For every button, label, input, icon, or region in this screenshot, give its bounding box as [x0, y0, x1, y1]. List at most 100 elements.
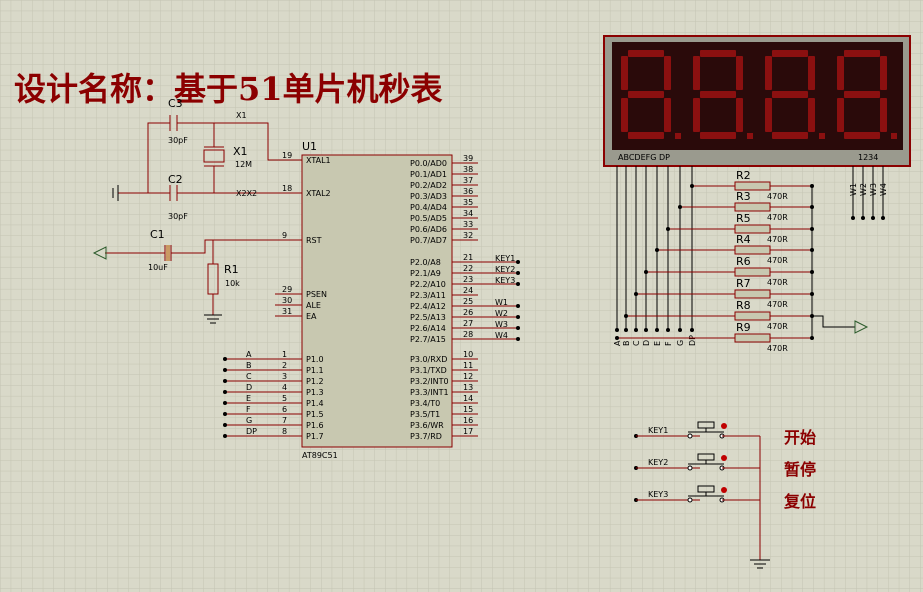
c1-plate	[166, 245, 170, 261]
p1-net-terminal	[223, 368, 227, 372]
c1-ref: C1	[150, 228, 165, 241]
button-pin	[687, 433, 693, 439]
display-digit-labels: 1234	[858, 153, 878, 162]
x1-value: 12M	[235, 160, 252, 169]
junction	[615, 336, 619, 340]
segment-bus-label: B	[622, 341, 631, 347]
resistor-ref: R9	[736, 321, 751, 334]
p1-net-label: E	[246, 394, 251, 403]
segment	[693, 56, 700, 90]
decimal-point	[891, 133, 897, 139]
button-indicator	[721, 487, 727, 493]
segment	[628, 50, 664, 57]
mcu-pin-name: P0.3/AD3	[410, 192, 447, 201]
mcu-pin-number: 6	[282, 405, 287, 414]
x1-ref: X1	[233, 145, 248, 158]
mcu-pin-name: P2.6/A14	[410, 324, 446, 333]
mcu-pin-name: P3.3/INT1	[410, 388, 449, 397]
p1-net-label: D	[246, 383, 252, 392]
resistor-ref: R7	[736, 277, 751, 290]
mcu-pin-name: XTAL1	[306, 156, 331, 165]
segment	[664, 98, 671, 132]
resistor-body[interactable]	[734, 245, 771, 255]
junction	[690, 184, 694, 188]
mcu-pin-number: 12	[463, 372, 473, 381]
digit-net-label: W4	[879, 183, 888, 196]
mcu-pin-name: P1.4	[306, 399, 324, 408]
mcu-pin-number: 24	[463, 286, 473, 295]
segment	[844, 132, 880, 139]
resistor-ref: R6	[736, 255, 751, 268]
mcu-pin-name: P0.6/AD6	[410, 225, 447, 234]
segment-bus-terminal	[634, 328, 638, 332]
segment	[808, 98, 815, 132]
p2-net-label: KEY2	[495, 265, 515, 274]
resistor-body[interactable]	[734, 311, 771, 321]
junction	[666, 227, 670, 231]
p2-net-terminal	[516, 282, 520, 286]
r1-value: 10k	[225, 279, 240, 288]
mcu-pin-name: P3.4/T0	[410, 399, 440, 408]
c1-value: 10uF	[148, 263, 168, 272]
resistor-body[interactable]	[734, 181, 771, 191]
p2-net-terminal	[516, 260, 520, 264]
mcu-pin-number: 32	[463, 231, 473, 240]
ground-symbols	[92, 185, 222, 324]
mcu-pin-number: 16	[463, 416, 473, 425]
mcu-pin-number: 10	[463, 350, 473, 359]
mcu-pin-name: P2.4/A12	[410, 302, 446, 311]
design-title: 设计名称：基于51单片机秒表	[14, 70, 443, 108]
mcu-pin-name: P0.5/AD5	[410, 214, 447, 223]
mcu-pin-name: EA	[306, 312, 317, 321]
mcu-right-pins: 39P0.0/AD038P0.1/AD137P0.2/AD236P0.3/AD3…	[410, 154, 478, 441]
mcu-pin-name: P2.1/A9	[410, 269, 441, 278]
resistor-body[interactable]	[734, 202, 771, 212]
segment-bus-label: A	[613, 340, 622, 346]
p1-net-terminal	[223, 390, 227, 394]
button-pin	[687, 497, 693, 503]
digit-net-terminal	[871, 216, 875, 220]
digit-net-terminal	[851, 216, 855, 220]
mcu-pin-name: P0.1/AD1	[410, 170, 447, 179]
junction	[634, 292, 638, 296]
mcu-pin-number: 29	[282, 285, 292, 294]
mcu-pin-name: P0.0/AD0	[410, 159, 447, 168]
mcu-pin-name: ALE	[306, 301, 321, 310]
resistor-output-wire	[812, 315, 855, 328]
p1-net-terminal	[223, 357, 227, 361]
p1-net-label: B	[246, 361, 252, 370]
mcu-body[interactable]	[301, 154, 453, 448]
resistor-ref: R2	[736, 169, 751, 182]
resistor-body[interactable]	[734, 289, 771, 299]
resistor-ref: R5	[736, 212, 751, 225]
mcu-pin-number: 9	[282, 231, 287, 240]
resistor-body[interactable]	[734, 333, 771, 343]
p2-net-terminal	[516, 304, 520, 308]
p2-net-label: KEY1	[495, 254, 515, 263]
resistor-value: 470R	[767, 256, 788, 265]
resistor-body[interactable]	[734, 224, 771, 234]
segment-bus-terminal	[644, 328, 648, 332]
mcu-pin-number: 18	[282, 184, 292, 193]
c2-value: 30pF	[168, 212, 188, 221]
mcu-pin-number: 39	[463, 154, 473, 163]
mcu-pin-name: P2.3/A11	[410, 291, 446, 300]
segment-bus-label: DP	[688, 335, 697, 346]
p2-net-terminal	[516, 326, 520, 330]
resistor-value: 470R	[767, 235, 788, 244]
mcu-pin-name: P3.1/TXD	[410, 366, 447, 375]
p1-net-terminal	[223, 379, 227, 383]
mcu-pin-number: 23	[463, 275, 473, 284]
segment	[621, 56, 628, 90]
resistor-body[interactable]	[734, 267, 771, 277]
mcu-pin-number: 7	[282, 416, 287, 425]
mcu-pin-number: 38	[463, 165, 473, 174]
p1-net-terminal	[223, 434, 227, 438]
segment	[700, 132, 736, 139]
segment-bus-label: D	[642, 340, 651, 346]
